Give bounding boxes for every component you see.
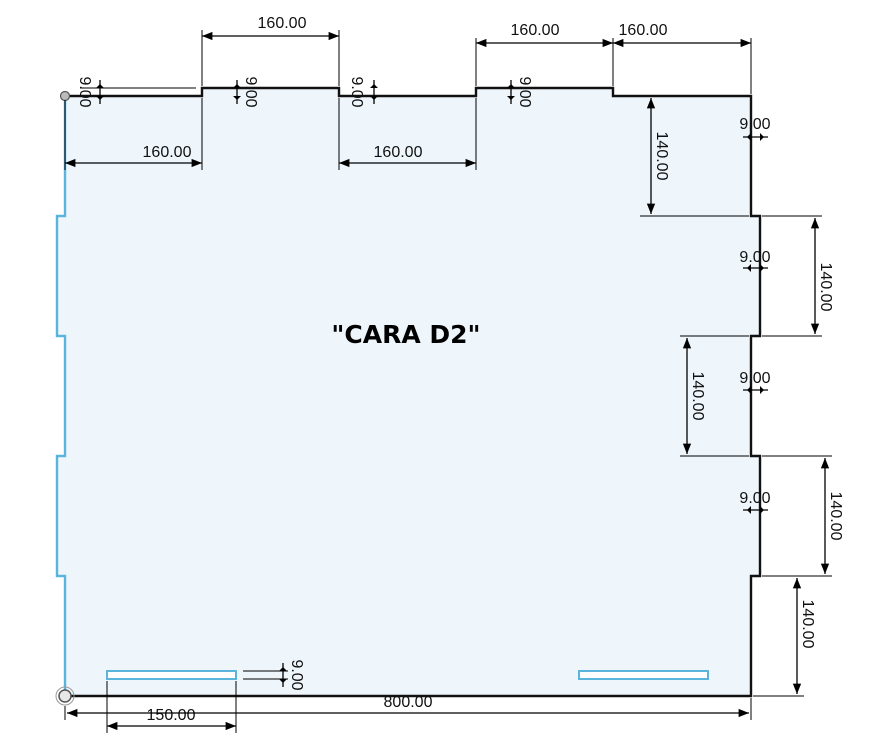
corner-point-bottom-left[interactable] (58, 689, 72, 703)
dim-right-140-c: 140.00 (689, 372, 706, 421)
bottom-slot-right (578, 670, 709, 680)
dim-total-width: 800.00 (384, 694, 433, 711)
dim-right-140-d: 140.00 (827, 492, 844, 541)
dim-right-tab-4: 9.00 (739, 490, 770, 507)
corner-point-top-left[interactable] (59, 90, 71, 102)
dim-bottom-slot-depth: 9.00 (288, 659, 305, 690)
right-tab-marker-4 (743, 506, 768, 514)
tab-depth-marker-2 (233, 80, 241, 104)
dim-tab-depth-top-3: 9.00 (348, 76, 365, 107)
dim-top-tab-1: 160.00 (258, 15, 307, 32)
dim-tab-depth-top-4: 9.00 (516, 76, 533, 107)
left-edge-selected[interactable] (55, 96, 67, 696)
dim-right-140-a: 140.00 (653, 132, 670, 181)
dim-tab-depth-top-1: 9.00 (76, 76, 93, 107)
part-outline (65, 86, 762, 698)
dim-right-tab-1: 9.00 (739, 116, 770, 133)
right-tab-marker-1 (743, 133, 768, 141)
tab-depth-marker-1 (80, 80, 196, 104)
dim-right-140-b: 140.00 (817, 263, 834, 312)
tab-depth-marker-4 (507, 80, 515, 104)
dim-right-tab-3: 9.00 (739, 370, 770, 387)
dim-top-gap-2: 160.00 (374, 144, 423, 161)
dim-right-140-e: 140.00 (799, 600, 816, 649)
dim-top-tab-3: 160.00 (619, 22, 668, 39)
bottom-slot-left (106, 670, 237, 680)
dim-top-tab-2: 160.00 (511, 22, 560, 39)
corner-point-bottom-left-outer (55, 686, 75, 706)
right-tab-marker-3 (743, 386, 768, 394)
part-title: "CARA D2" (331, 320, 480, 349)
part-face (57, 88, 760, 696)
tab-depth-marker-3 (370, 80, 378, 104)
dim-right-tab-2: 9.00 (739, 249, 770, 266)
dim-top-gap-1: 160.00 (143, 144, 192, 161)
dim-tab-depth-top-2: 9.00 (242, 76, 259, 107)
dim-bottom-slot-width: 150.00 (147, 707, 196, 724)
bottom-slot-depth-marker (243, 663, 288, 687)
right-tab-marker-2 (743, 264, 768, 272)
